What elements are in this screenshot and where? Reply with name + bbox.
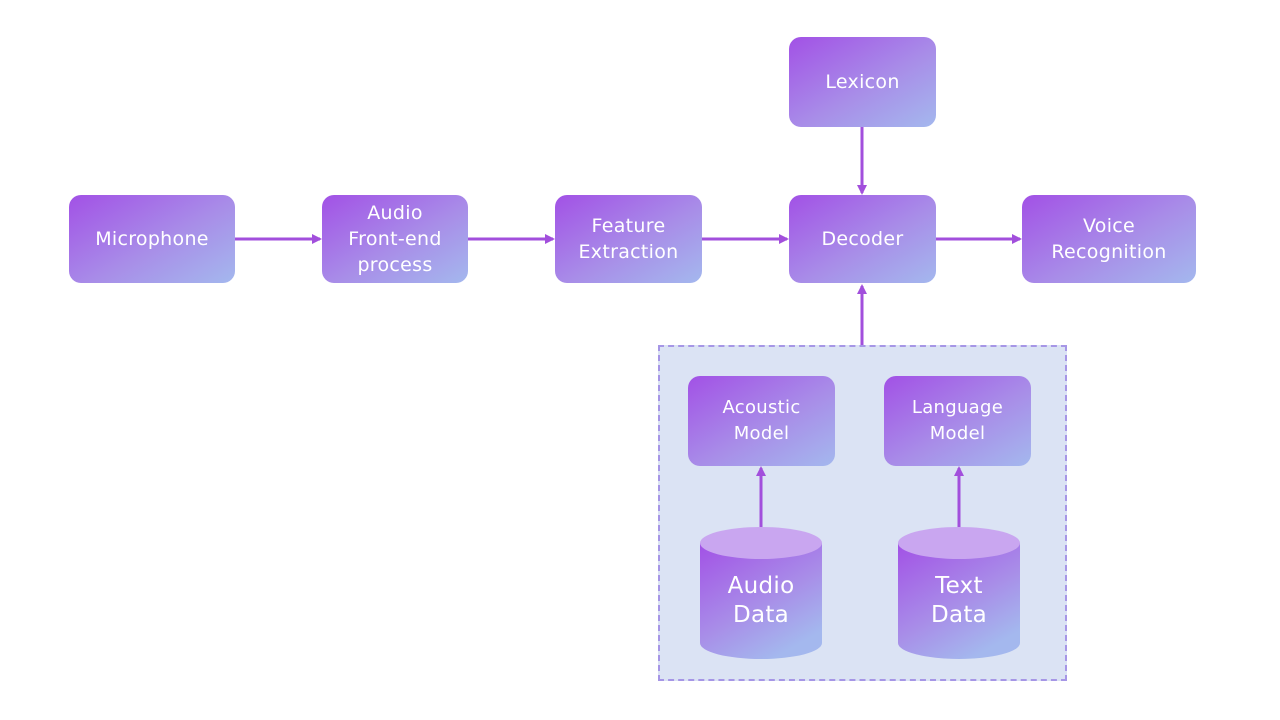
text-data-label: Text Data [930,573,988,628]
acoustic-model-node: Acoustic Model [688,376,835,466]
decoder-node: Decoder [789,195,936,283]
feature-extraction-label: Feature Extraction [578,215,679,263]
language-model-node: Language Model [884,376,1031,466]
decoder-label: Decoder [821,228,904,250]
microphone-label: Microphone [95,228,209,250]
feature-extraction-node: Feature Extraction [555,195,702,283]
lexicon-label: Lexicon [825,71,900,93]
lexicon-node: Lexicon [789,37,936,127]
acoustic-model-label: Acoustic Model [722,397,801,444]
audio-data-cylinder [700,527,822,659]
text-data-cylinder [898,527,1020,659]
language-model-label: Language Model [911,397,1004,444]
audio-frontend-label: Audio Front-end process [348,202,442,276]
audio-frontend-node: Audio Front-end process [322,195,468,283]
voice-recognition-node: Voice Recognition [1022,195,1196,283]
audio-data-label: Audio Data [727,573,795,628]
microphone-node: Microphone [69,195,235,283]
voice-recognition-label: Voice Recognition [1051,215,1167,263]
